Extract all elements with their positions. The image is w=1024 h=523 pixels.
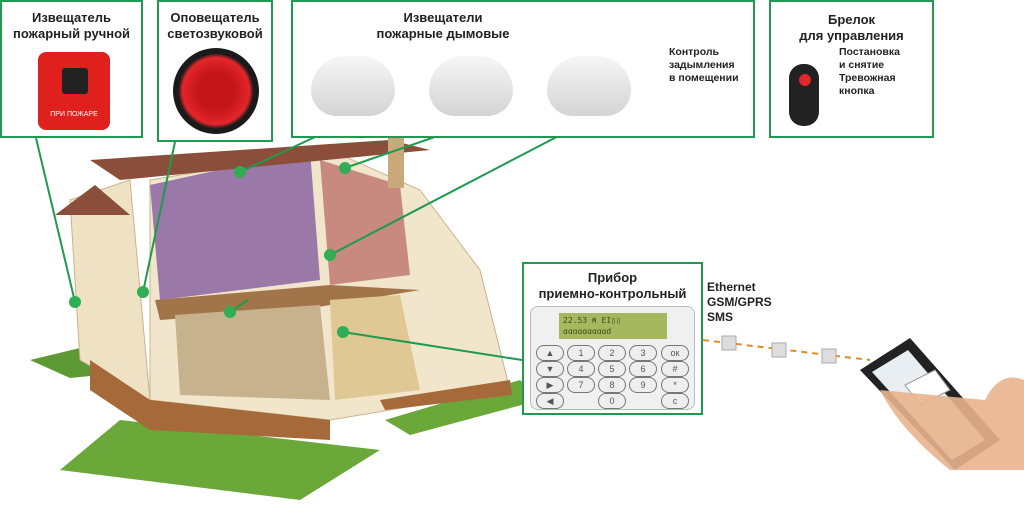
keypad-key[interactable]: 0 [598,393,626,409]
channel-gsm: GSM/GPRS [707,295,772,309]
room-lower-right [330,295,420,400]
note-text: в помещении [669,72,739,84]
box-title: пожарный ручной [12,26,131,41]
hand [880,377,1024,470]
box-title: Оповещатель [170,10,260,25]
smoke-detector-icon [547,56,631,116]
keypad-key[interactable]: ▼ [536,361,564,377]
keypad-key[interactable]: ▶ [536,377,564,393]
fence [90,360,330,440]
smoke-detector-icon [429,56,513,116]
keypad-key[interactable]: * [661,377,689,393]
keypad-key[interactable]: ок [661,345,689,361]
channel-sms: SMS [707,310,734,324]
note-text: задымления [669,59,735,71]
device-label: ПРИ ПОЖАРЕ [50,111,98,118]
keypad-key[interactable]: c [661,393,689,409]
box-title: Прибор [587,270,638,285]
keypad-key[interactable]: # [661,361,689,377]
box-title: Брелок [827,12,876,27]
display-line: 22.53 ⍝ EI▯▯ [563,316,621,325]
channel-ethernet: Ethernet [707,280,756,294]
note-text: Тревожная [839,72,896,84]
keypad-key[interactable]: 2 [598,345,626,361]
note-text: Постановка [839,46,900,58]
display-line: ɑɑɑɑɑɑɑɑɑd [563,327,612,336]
chimney [388,128,404,188]
note-text: и снятие [839,59,885,71]
fence [380,380,512,410]
box-title: Извещатели [403,10,483,25]
keypad-key[interactable]: 6 [629,361,657,377]
keypad-key[interactable]: 3 [629,345,657,361]
strobe-siren-icon [173,48,259,134]
message-icon [821,348,837,364]
keypad-key[interactable]: 1 [567,345,595,361]
box-title: пожарные дымовые [376,26,510,41]
box-title: приемно-контрольный [538,286,687,301]
connector-lines [35,129,571,361]
balcony-roof [55,185,130,215]
floor [155,285,420,320]
smoke-detector-icon [311,56,395,116]
keypad-key[interactable]: 5 [598,361,626,377]
message-icon [721,335,737,351]
keypad-key[interactable]: 8 [598,377,626,393]
sensor-markers [69,162,351,338]
roof [90,140,430,180]
keypad-key[interactable]: 4 [567,361,595,377]
manual-call-point-icon: ПРИ ПОЖАРЕ [38,52,110,130]
lawn [60,420,380,500]
message-icon [771,342,787,358]
room-upper-left [150,150,320,300]
room-upper-right [320,160,410,285]
keypad-key[interactable]: ◀ [536,393,564,409]
keypad-key[interactable]: 9 [629,377,657,393]
box-title: для управления [799,28,904,43]
room-lower [175,305,330,400]
key-fob-icon [789,64,819,126]
box-title: Извещатель [31,10,112,25]
note-text: кнопка [839,85,875,97]
note-text: Контроль [669,46,719,58]
keypad-key[interactable]: ▲ [536,345,564,361]
keypad-key[interactable]: 7 [567,377,595,393]
box-title: светозвуковой [167,26,263,41]
lcd-display: 22.53 ⍝ EI▯▯ ɑɑɑɑɑɑɑɑɑd [559,313,667,339]
